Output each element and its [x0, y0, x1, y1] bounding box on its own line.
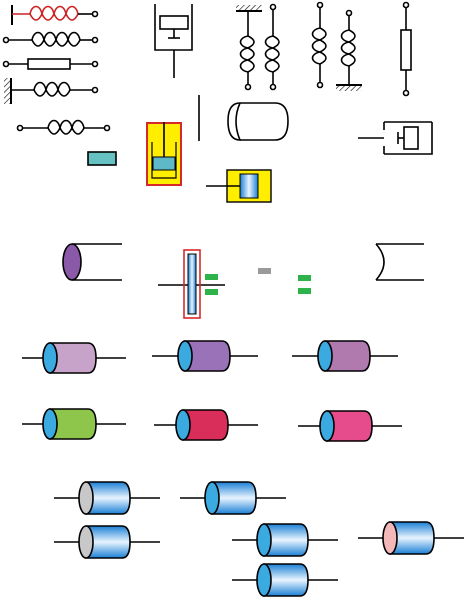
shaft-coupling-symbol	[158, 249, 225, 319]
gray-block	[258, 268, 271, 274]
cylinder-blue-3	[54, 525, 160, 559]
cylinder-purple-open	[62, 243, 122, 281]
cylinder-blue-4	[232, 523, 338, 557]
damper-vertical-symbol	[154, 4, 193, 78]
cylinder-open-outline	[375, 243, 424, 281]
cylinder-lavender	[22, 342, 126, 374]
damper-yellow-horizontal	[206, 169, 272, 203]
cylinder-outline-symbol	[227, 102, 289, 141]
cylinder-blue-6	[232, 563, 338, 597]
cylinder-blue-1	[54, 481, 160, 515]
cylinder-blue-2	[180, 481, 286, 515]
cylinder-violet	[152, 340, 258, 372]
spring-vertical-pair-right	[311, 1, 362, 91]
resistor-vertical-symbol	[400, 1, 412, 97]
cylinder-mauve	[292, 340, 398, 372]
teal-block	[87, 151, 117, 166]
spring-wall-symbol	[4, 78, 99, 104]
spring-free-symbol	[16, 119, 111, 135]
resistor-horizontal-symbol	[2, 58, 99, 70]
green-blocks	[298, 275, 311, 294]
spring-vertical-pair-left	[236, 3, 280, 91]
spring-red-symbol	[11, 5, 99, 25]
damper-horizontal-symbol	[358, 121, 433, 155]
cylinder-green	[22, 408, 126, 440]
cylinder-blue-5	[358, 521, 464, 555]
damper-yellow-vertical	[146, 122, 182, 186]
cylinder-crimson	[154, 409, 258, 441]
spring-black-symbol	[2, 31, 99, 47]
cylinder-rose	[298, 410, 402, 442]
